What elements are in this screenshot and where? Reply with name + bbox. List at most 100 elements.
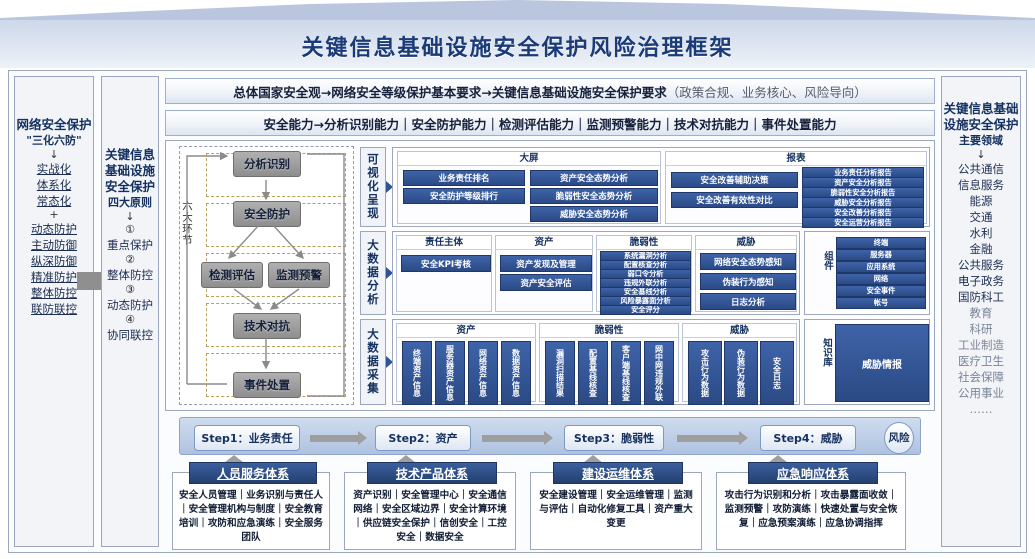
chip[interactable]: 脆弱性安全态势分析 <box>530 188 658 204</box>
group-component: 组件 终端 服务器 应用系统 网络 安全事件 帐号 <box>808 235 926 312</box>
group-vulnerability: 脆弱性 系统漏洞分析 配置核查分析 弱口令分析 违规外联分析 安全基线分析 风险… <box>596 235 692 315</box>
system-text: 资产识别｜安全管理中心｜安全通信网络｜安全区域边界｜安全计算环境｜供应链安全保护… <box>353 490 507 543</box>
chip[interactable]: 伪装行为感知 <box>700 273 796 290</box>
left-sidebar-subtitle: "三化六防" <box>26 134 82 147</box>
capabilities-bar-text: 安全能力→分析识别能力｜安全防护能力｜检测评估能力｜监测预警能力｜技术对抗能力｜… <box>263 116 837 132</box>
stage-tab-visualization: 可视化呈现 <box>360 147 386 227</box>
principle-number: ③ <box>125 283 135 296</box>
stage-arrow-icon <box>386 356 393 368</box>
chip[interactable]: 网络安全态势感知 <box>700 253 796 270</box>
principles-arrow-icon: ↓ <box>125 210 135 223</box>
system-box-operations: 建设运维体系 安全建设管理｜安全运维管理｜监测与评估｜自动化修复工具｜资产重大变… <box>530 462 702 550</box>
flow-node-assess: 检测评估 <box>201 262 263 288</box>
left-sidebar-title: 网络安全保护 <box>16 117 92 132</box>
chip[interactable]: 业务责任排名 <box>403 170 525 186</box>
chip[interactable]: 日志分析 <box>700 293 796 310</box>
step-node-2[interactable]: Step2：资产 <box>375 425 471 451</box>
group-header: 大屏 <box>398 152 660 166</box>
domain-item: 交通 <box>969 210 993 224</box>
system-text: 安全人员管理｜业务识别与责任人｜安全管理机构与制度｜安全教育培训｜攻防和应急演练… <box>179 490 323 543</box>
system-box-technology: 技术产品体系 资产识别｜安全管理中心｜安全通信网络｜安全区域边界｜安全计算环境｜… <box>344 462 516 550</box>
domain-item: 公共通信 <box>958 162 1004 176</box>
principle-number: ④ <box>125 313 135 326</box>
chip[interactable]: 帐号 <box>836 297 926 309</box>
chip[interactable]: 安全改善有效性对比 <box>671 192 798 208</box>
chip[interactable]: 应用系统 <box>836 261 926 273</box>
flow-node-protect: 安全防护 <box>233 201 301 227</box>
group-collect-threat: 威胁 攻击行为数据 伪装行为数据 安全日志 <box>682 323 797 405</box>
step-arrow-icon <box>310 431 367 445</box>
left-sidebar-item: 常态化 <box>36 194 72 208</box>
chip[interactable]: 数据资产信息 <box>501 341 531 405</box>
chip[interactable]: 终端资产信息 <box>402 341 432 405</box>
group-header: 威胁 <box>696 236 796 250</box>
group-responsibility: 责任主体 安全KPI考核 <box>396 235 492 312</box>
chip[interactable]: 安全运营分析报告 <box>802 217 924 228</box>
domains-sidebar: 关键信息基础设施安全保护 主要领域 ↓ 公共通信 信息服务 能源 交通 水利 金… <box>941 76 1021 547</box>
chip[interactable]: 安全KPI考核 <box>401 255 491 272</box>
chip[interactable]: 服务器资产信息 <box>435 341 465 405</box>
domain-item: 水利 <box>969 226 993 240</box>
step-node-1[interactable]: Step1：业务责任 <box>194 425 300 451</box>
chip[interactable]: 安全评分 <box>600 305 691 315</box>
stage-tab-collection: 大数据采集 <box>360 319 386 405</box>
chip[interactable]: 网中网违规外联 <box>644 341 674 405</box>
system-title: 技术产品体系 <box>367 462 497 484</box>
left-sidebar-item: 联防联控 <box>31 302 77 316</box>
arrow-left-to-principles-icon <box>77 267 113 295</box>
risk-badge: 风险 <box>884 422 914 454</box>
group-header: 威胁 <box>683 324 796 338</box>
chip[interactable]: 客户端基线核查 <box>611 341 641 405</box>
group-header: 资产 <box>496 236 592 250</box>
left-sidebar-item: 动态防护 <box>31 222 77 236</box>
chip[interactable]: 威胁安全态势分析 <box>530 206 658 222</box>
requirements-bar-main: 总体国家安全观→网络安全等级保护基本要求→关键信息基础设施安全保护要求 <box>233 84 667 100</box>
group-header: 脆弱性 <box>597 236 691 250</box>
left-sidebar-plus: + <box>49 208 59 221</box>
flow-node-counter: 技术对抗 <box>233 313 301 339</box>
domain-item: 科研 <box>969 322 993 336</box>
principles-title: 关键信息基础设施安全保护 <box>104 147 155 194</box>
principle-label: 重点保护 <box>107 238 153 252</box>
chip[interactable]: 网络资产信息 <box>468 341 498 405</box>
chip[interactable]: 伪装行为数据 <box>724 341 758 405</box>
requirements-bar: 总体国家安全观→网络安全等级保护基本要求→关键信息基础设施安全保护要求 （政策合… <box>165 78 935 104</box>
banner-inner <box>0 20 1035 68</box>
chip[interactable]: 漏洞扫描结果 <box>545 341 575 405</box>
left-sidebar-item: 体系化 <box>36 178 72 192</box>
domain-item: 教育 <box>969 306 993 320</box>
chip[interactable]: 网络 <box>836 273 926 285</box>
flow-node-analyze: 分析识别 <box>233 151 301 177</box>
chip[interactable]: 配置基线核查 <box>578 341 608 405</box>
chip[interactable]: 安全防护等级排行 <box>403 188 525 204</box>
principles-subtitle: 四大原则 <box>108 196 152 209</box>
chip[interactable]: 安全日志 <box>760 341 794 405</box>
chip[interactable]: 资产发现及管理 <box>500 255 592 272</box>
left-sidebar-item: 实战化 <box>36 162 72 176</box>
step-bar: Step1：业务责任 Step2：资产 Step3：脆弱性 Step4：威胁 风… <box>179 417 921 455</box>
chip[interactable]: 安全改善辅助决策 <box>671 172 798 188</box>
group-big-screen: 大屏 业务责任排名 安全防护等级排行 资产安全态势分析 脆弱性安全态势分析 威胁… <box>397 151 661 224</box>
chip-threat-intel[interactable]: 威胁情报 <box>835 324 929 402</box>
chip[interactable]: 服务器 <box>836 249 926 261</box>
domain-item: …… <box>969 402 993 416</box>
domain-item: 信息服务 <box>958 178 1004 192</box>
chip[interactable]: 终端 <box>836 237 926 249</box>
left-sidebar-item: 主动防御 <box>31 238 77 252</box>
chip[interactable]: 安全事件 <box>836 285 926 297</box>
system-title: 应急响应体系 <box>748 462 878 484</box>
left-sidebar-arrow-icon: ↓ <box>49 148 59 161</box>
principle-label: 动态防护 <box>107 298 153 312</box>
left-sidebar-item: 纵深防御 <box>31 254 77 268</box>
step-node-4[interactable]: Step4：威胁 <box>760 425 856 451</box>
group-header: 资产 <box>397 324 535 338</box>
group-header: 脆弱性 <box>540 324 678 338</box>
system-text: 安全建设管理｜安全运维管理｜监测与评估｜自动化修复工具｜资产重大变更 <box>539 490 693 529</box>
chip[interactable]: 资产安全评估 <box>500 274 592 291</box>
principle-label: 协同联控 <box>107 328 153 342</box>
domain-item: 医疗卫生 <box>958 354 1004 368</box>
flow-node-monitor: 监测预警 <box>268 262 330 288</box>
chip[interactable]: 资产安全态势分析 <box>530 170 658 186</box>
step-node-3[interactable]: Step3：脆弱性 <box>564 425 664 451</box>
chip[interactable]: 攻击行为数据 <box>688 341 722 405</box>
